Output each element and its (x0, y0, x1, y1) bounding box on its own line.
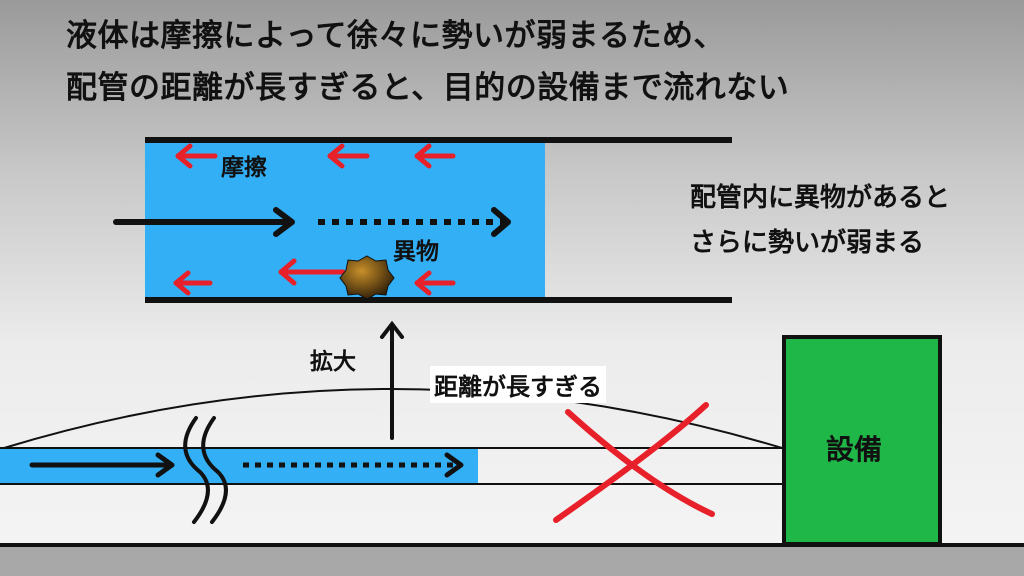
title-line-1: 液体は摩擦によって徐々に勢いが弱まるため、 (66, 18, 726, 54)
equipment-label: 設備 (826, 433, 883, 466)
left-arrow-icon (173, 270, 213, 296)
title-line-2: 配管の距離が長すぎると、目的の設備まで流れない (66, 70, 790, 106)
left-arrow-icon (278, 258, 346, 286)
ground-band (0, 544, 1024, 576)
left-arrow-icon (414, 270, 456, 296)
debris-icon (339, 255, 395, 300)
up-arrow-icon (380, 320, 404, 440)
dotted-right-arrow-icon (318, 207, 511, 237)
expand-label: 拡大 (310, 349, 356, 375)
debris-label: 異物 (393, 239, 439, 265)
equipment-box (782, 335, 942, 546)
right-arrow-icon (29, 452, 175, 478)
cross-icon (553, 402, 715, 523)
pipe-break-icon (183, 416, 228, 524)
left-arrow-icon (327, 143, 370, 169)
friction-label: 摩擦 (221, 155, 267, 181)
left-arrow-icon (175, 143, 218, 169)
note-line-1: 配管内に異物があると (690, 183, 951, 213)
dotted-right-arrow-icon (243, 452, 464, 478)
distance-label: 距離が長すぎる (430, 366, 606, 403)
distance-arc (3, 388, 783, 449)
right-arrow-icon (113, 207, 295, 237)
note-line-2: さらに勢いが弱まる (690, 228, 925, 258)
left-arrow-icon (414, 143, 456, 169)
